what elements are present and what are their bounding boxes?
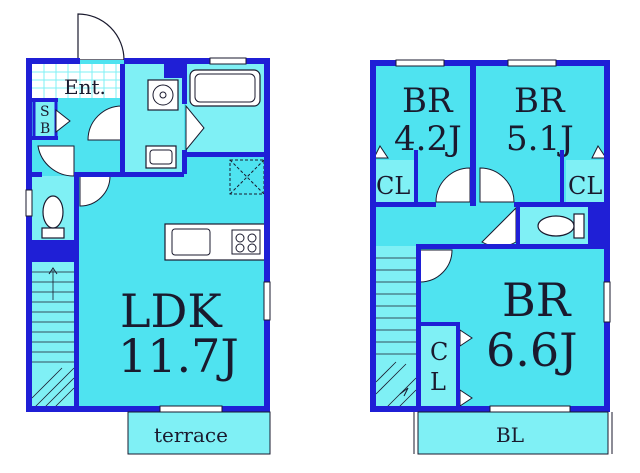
bedroom-4-2: BR 4.2J (394, 81, 462, 159)
closet-3: C L (420, 326, 473, 407)
door-swing-icon (185, 104, 205, 152)
storage-label-s: S (40, 104, 50, 120)
balcony: BL (413, 411, 613, 455)
br2-name-label: BR (514, 81, 566, 121)
door-swing-icon (37, 145, 75, 177)
closet2-label: CL (568, 172, 602, 200)
stairs-icon (31, 262, 75, 409)
balcony-label: BL (496, 423, 524, 447)
bathtub-icon (189, 69, 261, 107)
ldk-size-label: 11.7J (118, 329, 239, 383)
kitchen-counter (164, 223, 266, 261)
washer-icon (147, 79, 179, 111)
stove-icon (231, 229, 261, 255)
door-swing-icon (79, 175, 111, 207)
toilet-room-floor1 (32, 176, 74, 240)
toilet-icon (537, 213, 585, 239)
door-swing-icon (55, 108, 71, 134)
sink-icon (171, 228, 211, 256)
bedroom-5-1: BR 5.1J (506, 81, 574, 159)
closet3-label-c: C (430, 338, 448, 366)
toilet-icon (41, 195, 65, 239)
closet-2: CL (566, 145, 607, 202)
door-swing-icon (479, 167, 515, 203)
washroom (124, 64, 184, 172)
stairs-icon (375, 246, 417, 409)
storage-label-b: B (40, 121, 50, 137)
shoe-box: S B (32, 98, 58, 140)
floor2-walls (370, 60, 610, 412)
ldk-name-label: LDK (120, 284, 223, 338)
entrance-label: Ent. (64, 75, 106, 99)
br1-name-label: BR (402, 81, 454, 121)
closet-1: CL (373, 145, 414, 202)
closet3-label-l: L (430, 368, 446, 396)
terrace: terrace (127, 411, 271, 455)
br1-size-label: 4.2J (394, 119, 462, 159)
toilet-room-floor2 (520, 206, 588, 246)
window-icon (395, 59, 611, 413)
entrance-door-swing-icon (77, 13, 125, 61)
br3-name-label: BR (502, 273, 572, 327)
door-swing-icon (419, 249, 453, 283)
entrance-area: Ent. (32, 64, 122, 99)
terrace-label: terrace (154, 423, 228, 447)
sink-icon (145, 145, 177, 169)
br3-size-label: 6.6J (486, 323, 578, 377)
door-swing-icon (87, 105, 123, 141)
floor1-walls (26, 58, 270, 412)
bathroom (186, 64, 266, 154)
door-swing-icon (435, 167, 471, 203)
closet1-label: CL (376, 172, 410, 200)
